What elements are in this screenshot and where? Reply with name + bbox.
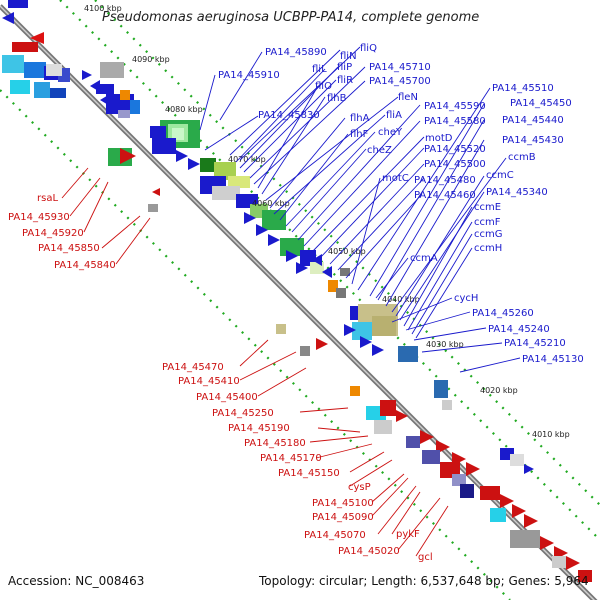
blue-leader-lines <box>199 46 521 373</box>
gene-label: flhF <box>350 129 369 140</box>
tick-label: 4050 kbp <box>328 247 366 256</box>
gene-label: PA14_45340 <box>486 187 548 198</box>
gene-label: ccmF <box>474 217 501 228</box>
genome-summary-text: Topology: circular; Length: 6,537,648 bp… <box>258 574 589 588</box>
tick-label: 4020 kbp <box>480 386 518 395</box>
gene-label: pykF <box>396 529 420 540</box>
gene-label: cheZ <box>367 145 392 156</box>
gene-label: PA14_45430 <box>502 135 564 146</box>
gene-label: ccmG <box>474 229 503 240</box>
gene-label: PA14_45480 <box>414 175 476 186</box>
blue-gene-labels: PA14_45890 PA14_45910 PA14_45830 fliN fl… <box>218 43 584 365</box>
gene-label: PA14_45840 <box>54 260 116 271</box>
tick-label: 4030 kbp <box>426 340 464 349</box>
gene-label: PA14_45210 <box>504 338 566 349</box>
gene-label: fleN <box>398 92 418 103</box>
gene-label: PA14_45500 <box>424 159 486 170</box>
gene-label: PA14_45890 <box>265 47 327 58</box>
gene-label: fliR <box>337 75 353 86</box>
gene-features-lower <box>108 148 592 582</box>
gene-label: PA14_45180 <box>244 438 306 449</box>
gene-label: PA14_45190 <box>228 423 290 434</box>
gene-label: PA14_45850 <box>38 243 100 254</box>
red-gene-labels: rsaL PA14_45930 PA14_45920 PA14_45850 PA… <box>8 193 433 563</box>
gene-label: cysP <box>348 482 371 493</box>
gene-label: flhA <box>350 113 370 124</box>
tick-label: 4060 kbp <box>252 199 290 208</box>
gene-label: PA14_45920 <box>22 228 84 239</box>
gene-label: cycH <box>454 293 478 304</box>
gene-label: ccmH <box>474 243 502 254</box>
red-leader-lines <box>61 167 449 557</box>
gene-label: PA14_45580 <box>424 116 486 127</box>
tick-label: 4090 kbp <box>132 55 170 64</box>
gene-label: ccmC <box>486 170 514 181</box>
gene-label: motD <box>425 133 453 144</box>
gene-label: PA14_45710 <box>369 62 431 73</box>
map-title: Pseudomonas aeruginosa UCBPP-PA14, compl… <box>102 10 479 25</box>
gene-label: fliA <box>386 110 402 121</box>
gene-label: PA14_45440 <box>502 115 564 126</box>
gene-label: PA14_45020 <box>338 546 400 557</box>
gene-label: fliO <box>315 81 332 92</box>
accession-text: Accession: NC_008463 <box>8 574 144 588</box>
gene-label: PA14_45100 <box>312 498 374 509</box>
gene-label: PA14_45400 <box>196 392 258 403</box>
gene-label: ccmA <box>410 253 438 264</box>
gene-label: PA14_45700 <box>369 76 431 87</box>
gene-label: PA14_45520 <box>424 144 486 155</box>
gene-label: fliP <box>337 62 352 73</box>
gene-label: ccmE <box>474 202 501 213</box>
gene-label: PA14_45150 <box>278 468 340 479</box>
backbone <box>0 4 598 600</box>
gene-label: PA14_45170 <box>260 453 322 464</box>
gene-label: PA14_45410 <box>178 376 240 387</box>
gene-label: PA14_45250 <box>212 408 274 419</box>
gene-label: gcl <box>418 552 433 563</box>
gene-label: PA14_45910 <box>218 70 280 81</box>
tick-label: 4070 kbp <box>228 155 266 164</box>
gene-label: PA14_45090 <box>312 512 374 523</box>
gene-label: fliL <box>312 64 327 75</box>
gene-label: PA14_45130 <box>522 354 584 365</box>
tick-label: 4080 kbp <box>165 105 203 114</box>
gene-label: fliQ <box>360 43 377 54</box>
gene-label: cheY <box>378 127 403 138</box>
gene-label: flhB <box>327 93 347 104</box>
tick-label: 4100 kbp <box>84 4 122 13</box>
gene-label: PA14_45260 <box>472 308 534 319</box>
gene-label: PA14_45070 <box>304 530 366 541</box>
gene-label: PA14_45930 <box>8 212 70 223</box>
gene-label: PA14_45240 <box>488 324 550 335</box>
tick-label: 4010 kbp <box>532 430 570 439</box>
gene-features-upper <box>2 0 534 474</box>
gene-label: PA14_45470 <box>162 362 224 373</box>
gene-label: ccmB <box>508 152 536 163</box>
gene-label: PA14_45830 <box>258 110 320 121</box>
gene-label: PA14_45450 <box>510 98 572 109</box>
gene-label: motC <box>382 173 409 184</box>
gene-label: PA14_45460 <box>414 190 476 201</box>
gene-label: PA14_45510 <box>492 83 554 94</box>
gene-label: rsaL <box>37 193 58 204</box>
gene-label: fliN <box>340 51 357 62</box>
gene-label: PA14_45590 <box>424 101 486 112</box>
